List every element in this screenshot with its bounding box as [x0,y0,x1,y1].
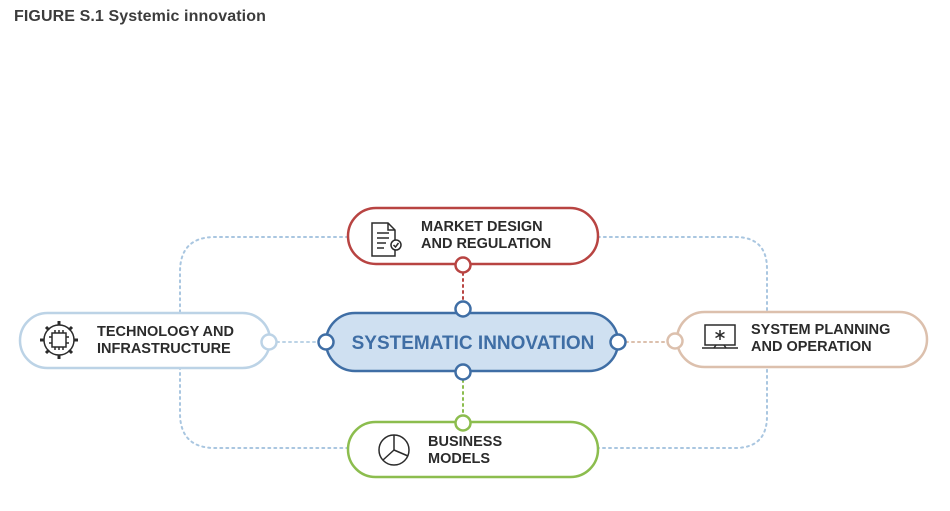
figure-title: FIGURE S.1 Systemic innovation [14,8,266,25]
outer-dotted-loop [179,236,768,449]
center-port-right [609,333,627,351]
center-port-top [454,300,472,318]
node-systematic-innovation: SYSTEMATIC INNOVATION [317,300,627,381]
gear-chip-icon [40,321,78,359]
monitor-icon [702,324,738,349]
node-technology-infrastructure: TECHNOLOGY AND INFRASTRUCTURE [18,311,278,370]
technology-label-line2: INFRASTRUCTURE [97,341,231,357]
technology-label-line1: TECHNOLOGY AND [97,324,234,340]
center-label: SYSTEMATIC INNOVATION [352,333,595,354]
market-port [454,256,472,274]
system-label-line2: AND OPERATION [751,339,872,355]
pie-chart-icon [378,434,410,466]
system-port [666,332,684,350]
node-market-design: MARKET DESIGN AND REGULATION [346,206,600,274]
node-business-models: BUSINESS MODELS [346,414,600,479]
market-label-line1: MARKET DESIGN [421,219,543,235]
center-port-left [317,333,335,351]
business-label-line1: BUSINESS [428,434,502,450]
center-port-bottom [454,363,472,381]
business-port [454,414,472,432]
technology-port [260,333,278,351]
business-label-line2: MODELS [428,451,490,467]
document-check-icon [371,222,402,257]
node-system-planning: SYSTEM PLANNING AND OPERATION [666,310,929,369]
market-label-line2: AND REGULATION [421,236,551,252]
system-label-line1: SYSTEM PLANNING [751,322,890,338]
